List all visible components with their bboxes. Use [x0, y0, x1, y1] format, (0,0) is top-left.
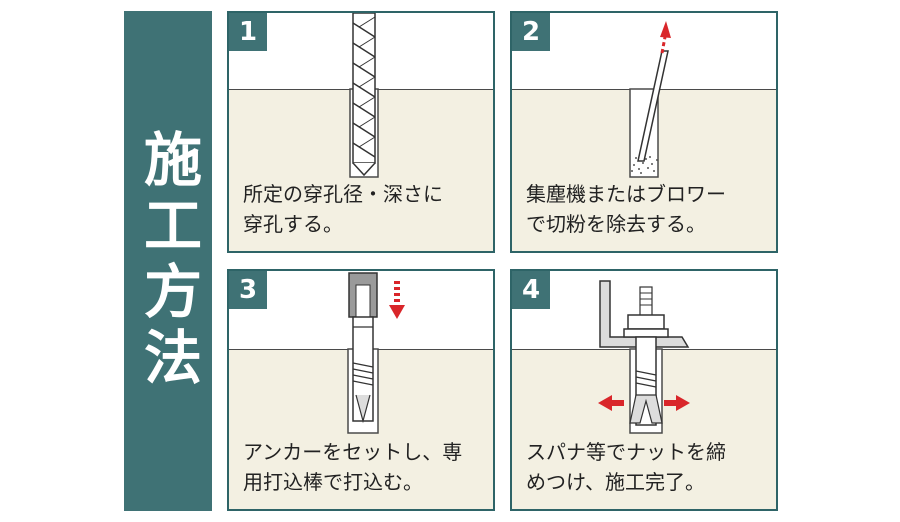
step-number: 4	[512, 271, 550, 309]
drill-bit-illustration	[349, 13, 379, 178]
anchor-tightening-illustration	[598, 280, 690, 434]
step-text-line2: めつけ、施工完了。	[526, 470, 705, 494]
step-panel-3: 3 アンカーをセットし、専 用打込棒で打込む。	[227, 269, 495, 511]
step-text-line1: スパナ等でナットを締	[526, 440, 726, 464]
step-text-line1: アンカーをセットし、専	[243, 440, 463, 464]
blower-illustration	[629, 21, 671, 178]
step-text-line1: 所定の穿孔径・深さに	[243, 182, 443, 206]
step-panel-1: 1 所定の穿孔径・深さに 穿孔する。	[227, 11, 495, 253]
step-text-line2: 用打込棒で打込む。	[243, 470, 423, 494]
step-panel-2: 2 集塵機またはブロワー で切粉を除去する。	[510, 11, 778, 253]
step-text-line2: で切粉を除去する。	[526, 212, 706, 236]
page-title: 施工方法	[134, 129, 202, 393]
step-text-line2: 穿孔する。	[243, 212, 343, 236]
step-number: 3	[229, 271, 267, 309]
step-number: 2	[512, 13, 550, 51]
step-number: 1	[229, 13, 267, 51]
step-text-line1: 集塵機またはブロワー	[526, 182, 726, 206]
side-title-bar: 施工方法	[124, 11, 212, 511]
step-panel-4: 4 スパナ等でナットを締 めつけ、施工完了。	[510, 269, 778, 511]
anchor-setting-illustration	[347, 272, 405, 434]
